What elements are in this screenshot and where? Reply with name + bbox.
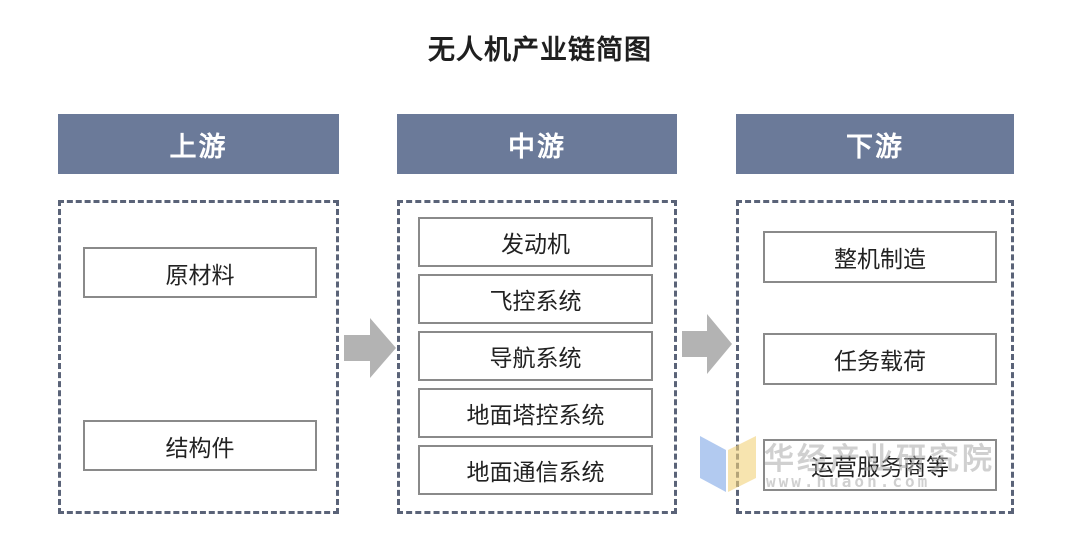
- downstream-box: 整机制造 任务载荷 运营服务商等: [736, 200, 1014, 514]
- midstream-item-engine: 发动机: [418, 217, 653, 267]
- midstream-box: 发动机 飞控系统 导航系统 地面塔控系统 地面通信系统: [397, 200, 677, 514]
- midstream-item-navigation: 导航系统: [418, 331, 653, 381]
- downstream-header: 下游: [736, 114, 1014, 174]
- downstream-item-payload: 任务载荷: [763, 333, 997, 385]
- downstream-item-assembly: 整机制造: [763, 231, 997, 283]
- midstream-header: 中游: [397, 114, 677, 174]
- midstream-item-ground-control: 地面塔控系统: [418, 388, 653, 438]
- watermark: 华经产业研究院 www.huaon.com: [700, 432, 1010, 494]
- upstream-box: 原材料 结构件: [58, 200, 339, 514]
- upstream-item-raw-materials: 原材料: [83, 247, 317, 298]
- arrow-right-icon: [344, 318, 396, 378]
- midstream-item-flight-control: 飞控系统: [418, 274, 653, 324]
- watermark-url: www.huaon.com: [766, 472, 931, 491]
- diagram-title: 无人机产业链简图: [428, 35, 652, 66]
- arrow-right-icon: [682, 314, 732, 374]
- upstream-header: 上游: [58, 114, 339, 174]
- upstream-item-structural-parts: 结构件: [83, 420, 317, 471]
- watermark-text: 华经产业研究院: [764, 442, 995, 477]
- watermark-logo-icon: [700, 436, 756, 492]
- downstream-item-operators: 运营服务商等: [763, 439, 997, 491]
- midstream-item-ground-comm: 地面通信系统: [418, 445, 653, 495]
